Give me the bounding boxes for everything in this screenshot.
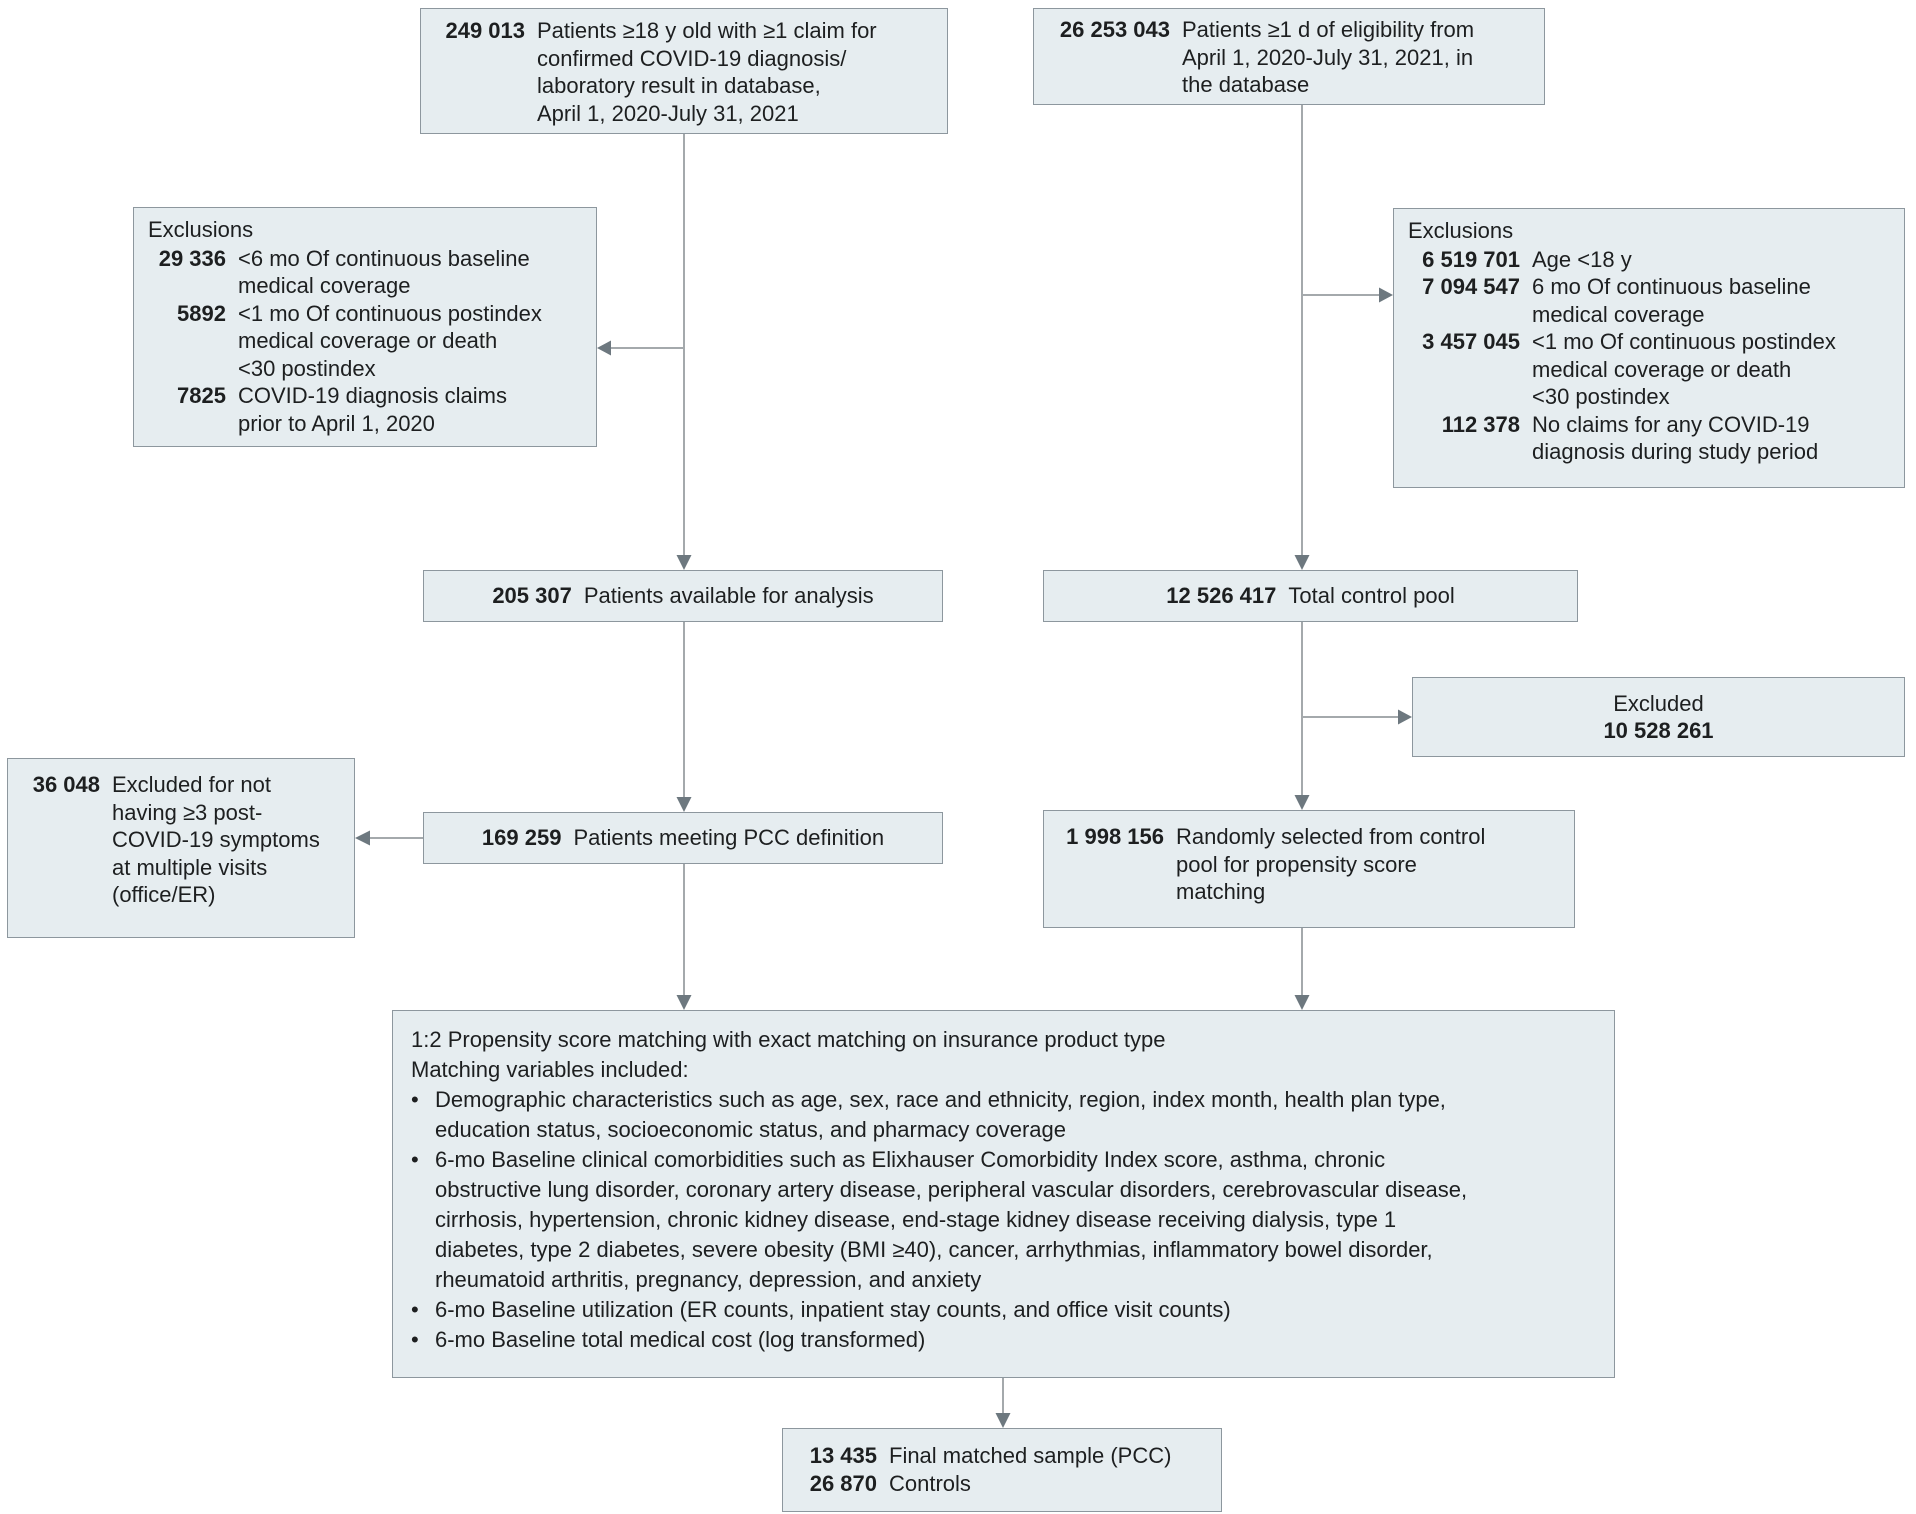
- bullet-icon: [411, 1085, 435, 1145]
- box-excluded-pool: Excluded 10 528 261: [1412, 677, 1905, 757]
- box-final-sample: 13 435 Final matched sample (PCC) 26 870…: [782, 1428, 1222, 1512]
- exclusions-left-title: Exclusions: [148, 217, 254, 242]
- random-control-text: Randomly selected from control pool for …: [1176, 824, 1486, 904]
- matching-bullet-text: Demographic characteristics such as age,…: [435, 1087, 1446, 1142]
- final-controls-row: 26 870 Controls: [799, 1470, 1205, 1498]
- final-controls-count: 26 870: [809, 1470, 877, 1496]
- box-random-control: 1 998 156 Randomly selected from control…: [1043, 810, 1575, 928]
- box-covid-claims: 249 013 Patients ≥18 y old with ≥1 claim…: [420, 8, 948, 134]
- final-sample-text: Final matched sample (PCC): [889, 1443, 1172, 1468]
- box-eligibility: 26 253 043 Patients ≥1 d of eligibility …: [1033, 8, 1545, 105]
- arrowhead-left-exclusions: [597, 340, 611, 356]
- arrowhead-down-available: [676, 555, 692, 570]
- arrowhead-down-matching-left: [676, 995, 692, 1010]
- excluded-symptoms-count: 36 048: [32, 772, 100, 797]
- box-exclusions-left: Exclusions 29 336 <6 mo Of continuous ba…: [133, 207, 597, 447]
- matching-bullet: Demographic characteristics such as age,…: [411, 1085, 1596, 1145]
- box-control-pool: 12 526 417 Total control pool: [1043, 570, 1578, 622]
- final-sample-row: 13 435 Final matched sample (PCC): [799, 1442, 1205, 1470]
- arrowhead-down-pcc: [676, 797, 692, 812]
- exclusion-count: 29 336: [158, 245, 226, 271]
- arrowhead-down-final: [995, 1413, 1011, 1428]
- exclusion-text: COVID-19 diagnosis claims prior to April…: [238, 383, 507, 436]
- exclusion-text: <6 mo Of continuous baseline medical cov…: [238, 245, 530, 299]
- arrowhead-right-excluded-pool: [1398, 709, 1412, 725]
- matching-bullet: 6-mo Baseline total medical cost (log tr…: [411, 1325, 1596, 1355]
- exclusion-count: 3 457 045: [1422, 329, 1520, 354]
- box-available: 205 307 Patients available for analysis: [423, 570, 943, 622]
- exclusion-count: 7825: [177, 383, 226, 408]
- pcc-text: Patients meeting PCC definition: [573, 825, 885, 851]
- random-control-count: 1 998 156: [1066, 824, 1164, 849]
- exclusion-count: 6 519 701: [1422, 246, 1520, 272]
- arrowhead-down-matching-right: [1294, 995, 1310, 1010]
- matching-bullet-text: 6-mo Baseline total medical cost (log tr…: [435, 1327, 926, 1352]
- bullet-icon: [411, 1145, 435, 1295]
- exclusion-text: 6 mo Of continuous baseline medical cove…: [1532, 274, 1811, 327]
- final-controls-text: Controls: [889, 1470, 971, 1496]
- box-exclusions-right: Exclusions 6 519 701 Age <18 y 7 094 547…: [1393, 208, 1905, 488]
- matching-bullet: 6-mo Baseline utilization (ER counts, in…: [411, 1295, 1596, 1325]
- exclusion-row: 7825 COVID-19 diagnosis claims prior to …: [148, 382, 582, 437]
- exclusion-count: 5892: [177, 300, 226, 326]
- exclusion-row: 7 094 547 6 mo Of continuous baseline me…: [1408, 273, 1890, 328]
- pcc-count: 169 259: [481, 825, 562, 851]
- exclusion-text: Age <18 y: [1532, 246, 1632, 272]
- excluded-pool-label: Excluded: [1613, 690, 1704, 716]
- exclusion-count: 7 094 547: [1422, 274, 1520, 299]
- matching-intro: 1:2 Propensity score matching with exact…: [411, 1027, 1166, 1082]
- box-excluded-symptoms: 36 048 Excluded for not having ≥3 post- …: [7, 758, 355, 938]
- exclusion-count: 112 378: [1441, 411, 1520, 437]
- exclusion-row: 6 519 701 Age <18 y: [1408, 246, 1890, 274]
- exclusion-text: <1 mo Of continuous postindex medical co…: [1532, 329, 1836, 409]
- arrowhead-down-controlpool: [1294, 555, 1310, 570]
- available-text: Patients available for analysis: [583, 583, 874, 609]
- exclusion-text: <1 mo Of continuous postindex medical co…: [238, 300, 542, 381]
- matching-bullet: 6-mo Baseline clinical comorbidities suc…: [411, 1145, 1596, 1295]
- control-pool-count: 12 526 417: [1166, 583, 1277, 609]
- exclusions-right-title: Exclusions: [1408, 218, 1514, 243]
- matching-bullet-text: 6-mo Baseline clinical comorbidities suc…: [435, 1147, 1468, 1292]
- exclusion-row: 29 336 <6 mo Of continuous baseline medi…: [148, 245, 582, 300]
- covid-claims-count: 249 013: [445, 18, 525, 43]
- covid-claims-text: Patients ≥18 y old with ≥1 claim for con…: [537, 18, 877, 126]
- exclusion-text: No claims for any COVID-19 diagnosis dur…: [1532, 411, 1819, 465]
- available-count: 205 307: [492, 583, 572, 609]
- box-matching: 1:2 Propensity score matching with exact…: [392, 1010, 1615, 1378]
- matching-bullet-text: 6-mo Baseline utilization (ER counts, in…: [435, 1297, 1231, 1322]
- exclusion-row: 3 457 045 <1 mo Of continuous postindex …: [1408, 328, 1890, 411]
- final-sample-count: 13 435: [809, 1443, 877, 1468]
- excluded-symptoms-text: Excluded for not having ≥3 post- COVID-1…: [112, 772, 320, 907]
- arrowhead-right-exclusions: [1379, 287, 1393, 303]
- bullet-icon: [411, 1325, 435, 1355]
- excluded-pool-count: 10 528 261: [1603, 718, 1714, 743]
- box-pcc-definition: 169 259 Patients meeting PCC definition: [423, 812, 943, 864]
- eligibility-count: 26 253 043: [1059, 17, 1170, 42]
- exclusion-row: 112 378 No claims for any COVID-19 diagn…: [1408, 411, 1890, 466]
- exclusion-row: 5892 <1 mo Of continuous postindex medic…: [148, 300, 582, 383]
- control-pool-text: Total control pool: [1288, 583, 1455, 609]
- eligibility-text: Patients ≥1 d of eligibility from April …: [1182, 17, 1475, 97]
- bullet-icon: [411, 1295, 435, 1325]
- arrowhead-left-excluded-symptoms: [355, 830, 370, 846]
- arrowhead-down-random: [1294, 795, 1310, 810]
